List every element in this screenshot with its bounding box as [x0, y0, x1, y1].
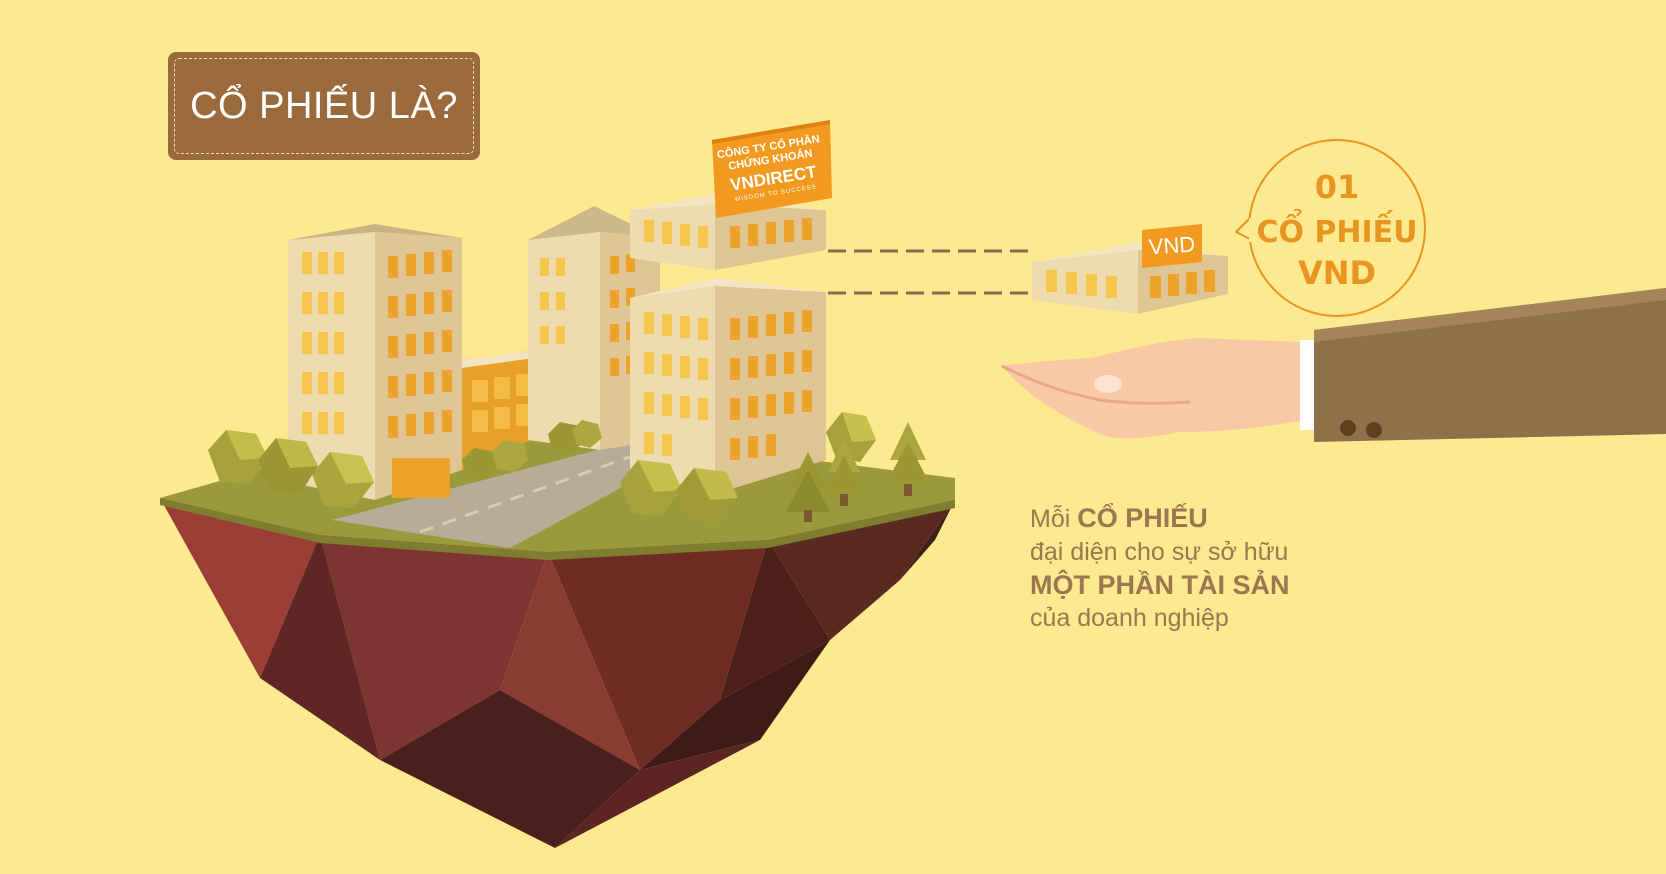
front-building — [630, 278, 826, 494]
page-title: CỔ PHIẾU LÀ? — [174, 58, 474, 154]
dashed-connectors — [828, 249, 1030, 295]
title-box: CỔ PHIẾU LÀ? — [168, 52, 480, 160]
share-tag: VND — [1142, 224, 1202, 268]
share-tag-label: VND — [1148, 231, 1196, 259]
description-prefix: Mỗi — [1030, 505, 1078, 533]
trees — [208, 412, 930, 524]
description-line-1: Mỗi CỔ PHIẾU — [1030, 502, 1290, 536]
speech-bubble: 01 CỔ PHIẾU VND — [1235, 139, 1426, 317]
bubble-word: CỔ PHIẾU — [1256, 208, 1417, 250]
bubble-ticker: VND — [1298, 254, 1376, 292]
road — [332, 444, 698, 548]
bubble-count: 01 — [1315, 168, 1360, 206]
vndirect-billboard: CÔNG TY CỔ PHẦN CHỨNG KHOÁN VNDIRECT WIS… — [712, 120, 832, 218]
description-line-2: đại diện cho sự sở hữu — [1030, 538, 1289, 566]
tall-building-left — [288, 224, 462, 500]
description: Mỗi CỔ PHIẾU đại diện cho sự sở hữu MỘT … — [1030, 502, 1290, 635]
description-keyword: CỔ PHIẾU — [1077, 503, 1208, 533]
description-line-3: MỘT PHẦN TÀI SẢN — [1030, 570, 1290, 600]
description-line-4: của doanh nghiệp — [1030, 604, 1229, 632]
giving-hand — [1001, 288, 1666, 442]
